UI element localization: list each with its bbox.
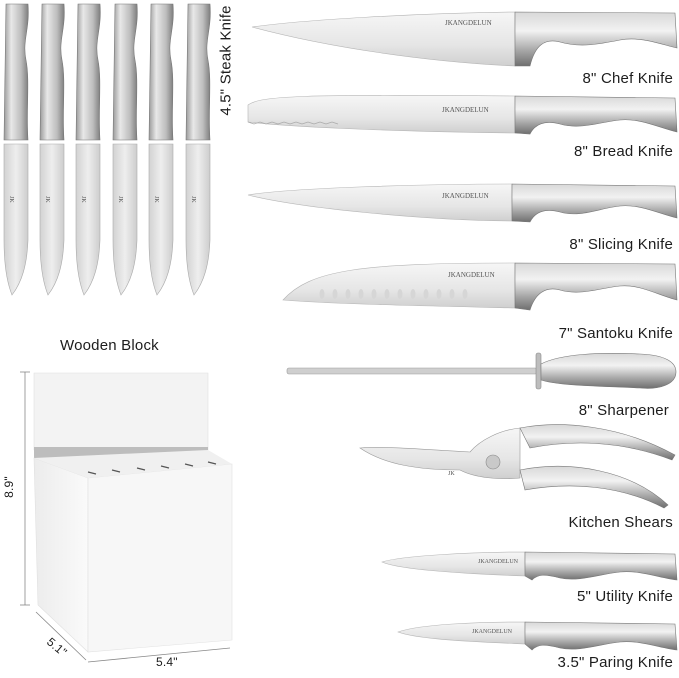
block-height-dimension: 8.9" xyxy=(1,476,16,498)
svg-text:JK: JK xyxy=(8,196,14,203)
kitchen-shears: JK xyxy=(359,424,676,509)
wooden-block-title: Wooden Block xyxy=(60,337,159,354)
svg-text:JKANGDELUN: JKANGDELUN xyxy=(442,106,489,114)
svg-text:JK: JK xyxy=(44,196,50,203)
chef-knife: JKANGDELUN xyxy=(251,11,678,67)
steak-knife-2: JK xyxy=(39,3,65,296)
sharpener xyxy=(286,352,677,390)
svg-text:JK: JK xyxy=(80,196,86,203)
santoku-knife-label: 7" Santoku Knife xyxy=(558,325,673,342)
slicing-knife: JKANGDELUN xyxy=(247,183,678,223)
steak-knife-label: 4.5" Steak Knife xyxy=(217,5,235,116)
steak-knife-4: JK xyxy=(112,3,138,296)
svg-text:JKANGDELUN: JKANGDELUN xyxy=(445,19,492,27)
block-width-dimension: 5.4" xyxy=(156,655,178,669)
svg-text:JK: JK xyxy=(190,196,196,203)
slicing-knife-label: 8" Slicing Knife xyxy=(569,236,673,253)
utility-knife-label: 5" Utility Knife xyxy=(576,588,673,605)
paring-knife: JKANGDELUN xyxy=(397,621,678,651)
sharpener-label: 8" Sharpener xyxy=(578,402,669,419)
bread-knife: JKANGDELUN xyxy=(247,94,678,135)
svg-text:JK: JK xyxy=(117,196,123,203)
steak-knife-6: JK xyxy=(185,3,211,296)
width-dimension-line xyxy=(87,647,231,663)
depth-dimension-line xyxy=(35,611,87,661)
santoku-knife: JKANGDELUN xyxy=(282,262,678,311)
steak-knife-3: JK xyxy=(75,3,101,296)
svg-text:JKANGDELUN: JKANGDELUN xyxy=(478,559,519,565)
svg-text:JK: JK xyxy=(448,471,455,477)
svg-text:JKANGDELUN: JKANGDELUN xyxy=(442,192,489,200)
steak-knife-set: JK JK JK JK JK JK xyxy=(3,3,211,296)
steak-knife-1: JK xyxy=(3,3,29,296)
bread-knife-label: 8" Bread Knife xyxy=(573,143,673,160)
paring-knife-label: 3.5" Paring Knife xyxy=(557,654,673,671)
utility-knife: JKANGDELUN xyxy=(381,551,678,581)
wooden-block xyxy=(20,371,233,663)
svg-text:JK: JK xyxy=(153,196,159,203)
svg-text:JKANGDELUN: JKANGDELUN xyxy=(448,271,495,279)
svg-text:JKANGDELUN: JKANGDELUN xyxy=(472,629,513,635)
kitchen-shears-label: Kitchen Shears xyxy=(568,514,673,531)
chef-knife-label: 8" Chef Knife xyxy=(582,70,673,87)
steak-knife-5: JK xyxy=(148,3,174,296)
